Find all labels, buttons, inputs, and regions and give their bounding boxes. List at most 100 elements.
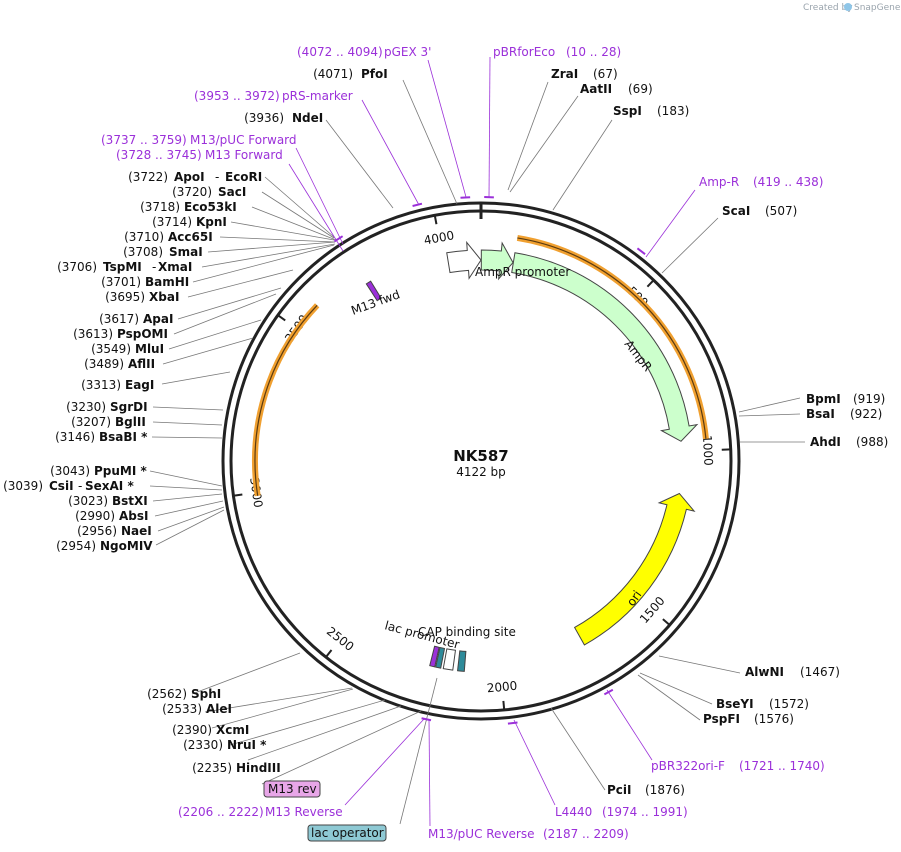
leader-line-43 [427,59,467,198]
enzyme-bsabi-pos: (3146) [55,430,95,444]
leader-line-37 [251,206,337,241]
enzyme-naei-name: NaeI [121,524,152,538]
enzyme-bamhi-name: BamHI [145,275,189,289]
enzyme-aflii-pos: (3489) [84,357,124,371]
enzyme-ndei-name: NdeI [292,111,323,125]
enzyme-ppumi-name: PpuMI * [94,464,148,478]
enzyme-bstxi-name: BstXI [112,494,148,508]
enzyme-apai-pos: (3617) [99,312,139,326]
enzyme-pspfi-name: PspFI [703,712,740,726]
leader-line-19 [154,500,224,517]
enzyme-hindiii-pos: (2235) [192,761,232,775]
lac-promoter-label: lac promoter [383,618,461,651]
enzyme-bstxi-pos: (3023) [68,494,108,508]
enzyme-saci-name: SacI [218,185,246,199]
leader-line-41 [402,79,458,205]
enzyme-scai-name: ScaI [722,204,750,218]
primer-amp-r-range: (419 .. 438) [753,175,823,189]
enzyme-pspfi-pos: (1576) [754,712,794,726]
leader-line-33 [201,243,336,268]
enzyme-bglii-pos: (3207) [71,415,111,429]
enzyme-acc65i-pos: (3710) [124,230,164,244]
primer-m13puc-reverse-range: (2187 .. 2209) [543,827,629,841]
tick-2500 [325,649,333,658]
enzyme-eagi-pos: (3313) [81,378,121,392]
primer-site-4 [636,247,646,255]
feature-ampr-promoter-1 [480,241,514,281]
enzyme-eagi-name: EagI [125,378,154,392]
leader-line-42 [488,56,491,199]
enzyme-naei-pos: (2956) [77,524,117,538]
enzyme-sgrdi-name: SgrDI [110,400,148,414]
enzyme-sspi-pos: (183) [657,104,689,118]
enzyme-xcmi-name: XcmI [216,723,249,737]
leader-line-7 [658,655,741,674]
enzyme-alwni-pos: (1467) [800,665,840,679]
feature-cap-binding-site-4 [457,650,467,672]
primer-m13-reverse-name: M13 Reverse [265,805,343,819]
primer-labels: pBRforEco (10 .. 28) (4072 .. 4094) pGEX… [101,45,825,841]
leader-line-8 [639,672,713,705]
enzyme-ndei-pos: (3936) [244,111,284,125]
enzyme-bpmi-name: BpmI [806,392,841,406]
snapgene-brand-text: SnapGene [854,3,901,13]
enzyme-nrui-pos: (2330) [183,738,223,752]
leader-line-4 [738,397,801,413]
leader-line-50 [428,718,431,827]
primer-site-2 [412,202,423,207]
leader-line-15 [204,687,353,713]
leader-line-35 [219,236,336,243]
primer-m13-forward-name: M13 Forward [205,148,283,162]
enzyme-labels: ZraI (67) AatII (69) SspI (183) ScaI (50… [3,67,888,797]
hyphen-sexai: - [78,479,82,493]
snapgene-logo-icon [844,3,852,11]
enzyme-kpni-name: KpnI [196,215,227,229]
leader-line-51 [344,718,425,806]
enzyme-aflii-name: AflII [128,357,155,371]
feature-m13-rev-7 [429,645,440,668]
primer-m13-forward-range: (3728 .. 3745) [116,148,202,162]
created-by-text: Created by [803,3,853,13]
leader-line-23 [151,436,223,439]
orf-line-1 [254,304,318,496]
leader-line-47 [645,189,696,258]
lac-operator-label: lac operator [311,826,384,840]
orf-line-0 [517,237,707,439]
enzyme-bglii-name: BglII [115,415,146,429]
enzyme-saci-pos: (3720) [172,185,212,199]
primer-m13puc-reverse-name: M13/pUC Reverse [428,827,535,841]
enzyme-bamhi-pos: (3701) [101,275,141,289]
leader-line-21 [149,485,223,491]
leader-line-32 [192,244,335,283]
enzyme-xbai-name: XbaI [149,290,179,304]
enzyme-scai-pos: (507) [765,204,797,218]
feature-lac-operator-6 [435,646,446,669]
feature-ampr-2 [511,252,699,442]
primer-site-3 [333,235,344,243]
leader-line-0 [507,81,549,191]
primer-site-6 [507,721,518,725]
enzyme-xmai-name: XmaI [158,260,192,274]
enzyme-zrai-pos: (67) [593,67,618,81]
enzyme-acc65i-name: Acc65I [168,230,213,244]
enzyme-csii-name: CsiI [49,479,74,493]
enzyme-tspmi-pos: (3706) [57,260,97,274]
primer-l4440-name: L4440 [555,805,592,819]
leader-line-26 [161,371,231,385]
primer-site-1 [460,196,471,199]
leader-line-27 [162,337,254,365]
primer-pbrforeco-range: (10 .. 28) [566,45,621,59]
tick-3000 [233,493,243,497]
feature-ori-3 [573,492,696,646]
enzyme-bseyi-pos: (1572) [769,697,809,711]
leader-line-11 [261,710,422,785]
leader-line-52 [399,677,438,825]
leader-line-14 [211,688,354,729]
enzyme-aatii-pos: (69) [628,82,653,96]
enzyme-sspi-name: SspI [613,104,642,118]
feature-arrows [365,240,699,672]
primer-l4440-range: (1974 .. 1991) [602,805,688,819]
hyphen-xmai: - [152,260,156,274]
tick-3500 [277,314,286,322]
enzyme-xcmi-pos: (2390) [172,723,212,737]
